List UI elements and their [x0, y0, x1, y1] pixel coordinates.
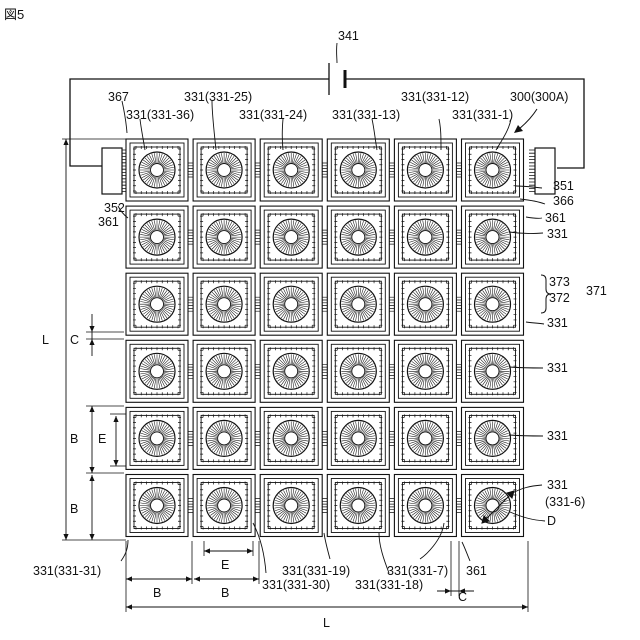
callout-c12: 331(331-12): [401, 90, 469, 104]
dimension-arrow: [126, 576, 192, 581]
arrow-300: [514, 109, 537, 133]
callout-c25: 331(331-25): [184, 90, 252, 104]
cell: [322, 273, 389, 335]
cell: [188, 273, 255, 335]
dimension-label-b-bottom-1: B: [153, 586, 161, 600]
dimension-arrow: [204, 548, 253, 553]
dimension-arrow: [89, 406, 94, 473]
cell: [188, 139, 255, 201]
cell: [389, 139, 456, 201]
cell: [188, 340, 255, 402]
callout-r4: 331: [547, 361, 568, 375]
cell: [255, 139, 322, 201]
electrode-351: [535, 148, 555, 194]
callout-c7: 331(331-7): [387, 564, 448, 578]
cell: [188, 206, 255, 268]
callout-366: 366: [553, 194, 574, 208]
callout-c13: 331(331-13): [332, 108, 400, 122]
cell: [389, 407, 456, 469]
callout-373: 373: [549, 275, 570, 289]
cell: [255, 206, 322, 268]
callout-372: 372: [549, 291, 570, 305]
callout-c36: 331(331-36): [126, 108, 194, 122]
callout-r5: 331: [547, 429, 568, 443]
dimension-label-b-left-2: B: [70, 502, 78, 516]
cell: [126, 273, 188, 335]
callout-c31: 331(331-31): [33, 564, 101, 578]
cell-array: [126, 139, 524, 537]
callout-361b: 361: [545, 211, 566, 225]
callout-367: 367: [108, 90, 129, 104]
dimension-arrow: [194, 576, 259, 581]
cell: [255, 475, 322, 537]
callout-351: 351: [553, 179, 574, 193]
callout-c1: 331(331-1): [452, 108, 513, 122]
dc-source-symbol: [329, 63, 345, 95]
cell: [255, 273, 322, 335]
callout-371: 371: [586, 284, 607, 298]
cell: [126, 407, 188, 469]
callout-d: D: [547, 514, 556, 528]
cell: [322, 340, 389, 402]
cell: [389, 340, 456, 402]
cell: [457, 139, 524, 201]
callout-r6a: 331: [547, 478, 568, 492]
callout-r6b: (331-6): [545, 495, 585, 509]
callout-c19: 331(331-19): [282, 564, 350, 578]
cell: [126, 206, 188, 268]
callout-c30: 331(331-30): [262, 578, 330, 592]
cell: [457, 340, 524, 402]
dimension-label-l-bottom: L: [323, 616, 330, 630]
dimension-label-e-bottom: E: [221, 558, 229, 572]
callout-361a: 361: [98, 215, 119, 229]
cell: [126, 139, 188, 201]
figure-label: 図5: [4, 7, 24, 22]
dimension-label-c-bottom: C: [458, 590, 467, 604]
electrode-352: [102, 148, 122, 194]
dimension-label-c-left: C: [70, 333, 79, 347]
dimension-arrow: [89, 475, 94, 540]
cell: [322, 475, 389, 537]
cell: [322, 407, 389, 469]
dimension-label-b-left-1: B: [70, 432, 78, 446]
cell: [457, 475, 524, 537]
cell: [188, 475, 255, 537]
callout-c18: 331(331-18): [355, 578, 423, 592]
callout-300: 300(300A): [510, 90, 568, 104]
cell: [457, 206, 524, 268]
cell: [188, 407, 255, 469]
callout-341: 341: [338, 29, 359, 43]
cell: [389, 206, 456, 268]
cell: [457, 273, 524, 335]
dimension-label-e-left: E: [98, 432, 106, 446]
dimension-arrow: [113, 416, 118, 466]
dimension-arrow: [63, 139, 68, 540]
cell: [255, 340, 322, 402]
callout-c24: 331(331-24): [239, 108, 307, 122]
cell: [322, 206, 389, 268]
callout-352: 352: [104, 201, 125, 215]
cell: [322, 139, 389, 201]
dimension-label-l-left: L: [42, 333, 49, 347]
dimension-label-b-bottom-2: B: [221, 586, 229, 600]
callout-r3: 331: [547, 316, 568, 330]
cell: [457, 407, 524, 469]
callout-361c: 361: [466, 564, 487, 578]
cell: [126, 475, 188, 537]
cell: [389, 273, 456, 335]
cell: [389, 475, 456, 537]
cell: [255, 407, 322, 469]
cell: [126, 340, 188, 402]
dimension-arrow: [126, 604, 528, 609]
callout-r2: 331: [547, 227, 568, 241]
